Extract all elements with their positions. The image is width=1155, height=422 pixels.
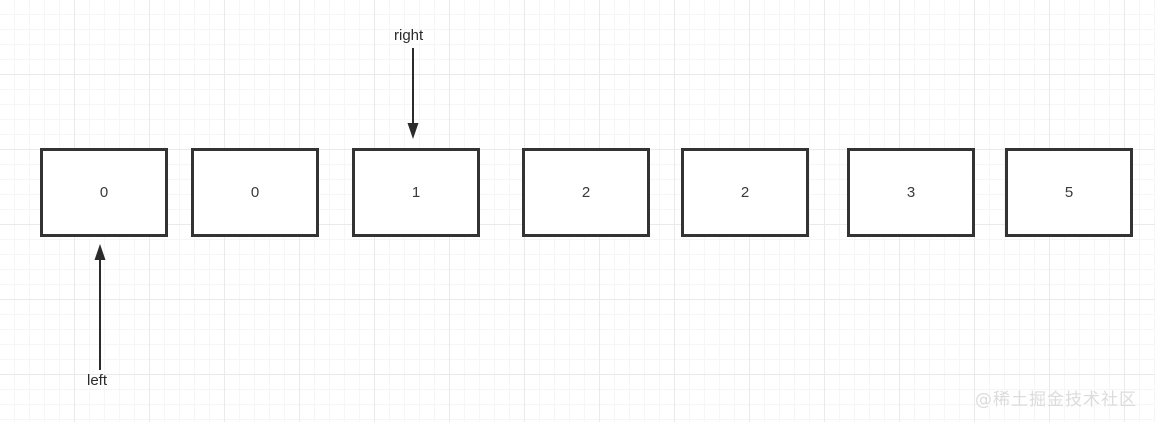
array-cell[interactable]: 0 bbox=[40, 148, 168, 237]
watermark-text: @稀土掘金技术社区 bbox=[975, 390, 1137, 410]
pointer-arrow-left-icon bbox=[94, 244, 106, 370]
array-cell[interactable]: 3 bbox=[847, 148, 975, 237]
array-cell-value: 2 bbox=[740, 184, 750, 201]
array-cell-value: 5 bbox=[1064, 184, 1074, 201]
array-cell-value: 0 bbox=[250, 184, 260, 201]
array-cell[interactable]: 0 bbox=[191, 148, 319, 237]
array-cell[interactable]: 1 bbox=[352, 148, 480, 237]
array-cell[interactable]: 5 bbox=[1005, 148, 1133, 237]
array-cell-value: 3 bbox=[906, 184, 916, 201]
array-cell[interactable]: 2 bbox=[681, 148, 809, 237]
array-cell[interactable]: 2 bbox=[522, 148, 650, 237]
pointer-label-left: left bbox=[87, 372, 108, 389]
array-cell-value: 2 bbox=[581, 184, 591, 201]
array-cell-value: 1 bbox=[411, 184, 421, 201]
pointer-arrow-right-icon bbox=[407, 48, 419, 139]
pointer-label-right: right bbox=[394, 27, 424, 44]
array-cell-value: 0 bbox=[99, 184, 109, 201]
